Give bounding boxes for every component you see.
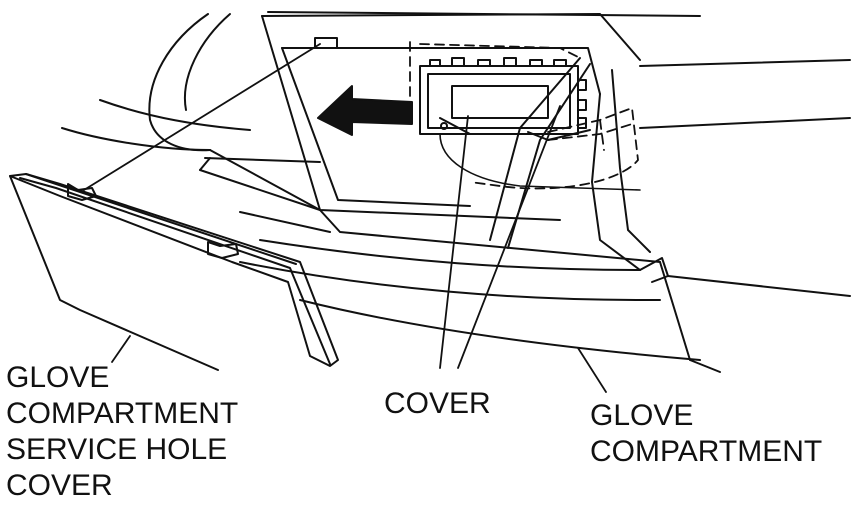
leader-glove-compartment <box>577 347 607 393</box>
glove-box-body <box>209 149 721 373</box>
leader-service-hole-cover <box>111 335 131 363</box>
service-hole-cover <box>9 173 339 371</box>
label-line: GLOVE <box>590 399 694 432</box>
removal-arrow <box>317 85 413 136</box>
label-line: SERVICE HOLE <box>6 433 228 466</box>
leader-cover <box>439 115 469 369</box>
label-line: COMPARTMENT <box>6 397 239 430</box>
dash-pillar <box>489 57 851 297</box>
label-line: COMPARTMENT <box>590 435 823 468</box>
label-line: COVER <box>384 387 491 420</box>
label-glove-compartment: GLOVE COMPARTMENT <box>590 398 822 470</box>
leader-cover-right <box>457 105 561 369</box>
hidden-lines <box>409 41 639 190</box>
label-cover: COVER <box>384 386 491 422</box>
connector-assembly <box>419 57 641 191</box>
label-line: COVER <box>6 469 113 502</box>
leader-service-hole-clip <box>83 43 321 191</box>
leader-lines <box>83 43 607 393</box>
label-line: GLOVE <box>6 361 110 394</box>
label-glove-compartment-service-hole-cover: GLOVE COMPARTMENT SERVICE HOLE COVER <box>6 360 238 504</box>
